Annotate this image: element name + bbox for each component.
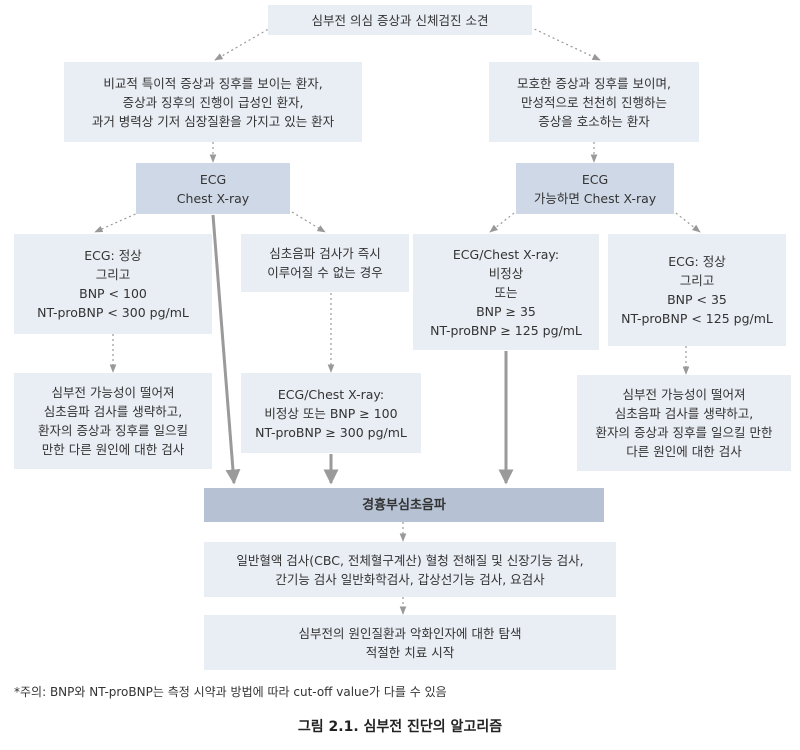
box-line: 심부전 가능성이 떨어져 bbox=[622, 387, 746, 402]
box-line: NT-proBNP ≥ 125 pg/mL bbox=[430, 322, 582, 338]
box-line: 심부전의 원인질환과 악화인자에 대한 탐색 bbox=[298, 625, 522, 641]
box-line: 환자의 증상과 징후를 일으킬 만한 bbox=[595, 425, 773, 440]
left-ecg-box: ECG Chest X-ray bbox=[136, 163, 290, 214]
arrow-right-ecg-to-abnormal bbox=[489, 209, 519, 233]
box-line: Chest X-ray bbox=[176, 190, 250, 206]
box-line: ECG bbox=[199, 171, 227, 187]
box-line: 일반혈액 검사(CBC, 전체혈구계산) 혈청 전해질 및 신장기능 검사, bbox=[236, 552, 584, 568]
box-line: ECG bbox=[581, 171, 609, 187]
footnote: *주의: BNP와 NT-proBNP는 측정 시약과 방법에 따라 cut-o… bbox=[14, 685, 447, 699]
echocardiography-box: 경흉부심초음파 bbox=[204, 488, 604, 522]
box-line: BNP ≥ 35 bbox=[476, 303, 536, 319]
box-line: ECG: 정상 bbox=[84, 248, 142, 263]
box-line: 환자의 증상과 징후를 일으킬 bbox=[38, 423, 188, 438]
box-line: 그리고 bbox=[95, 267, 131, 282]
arrow-left-ecg-to-echo bbox=[211, 214, 241, 485]
box-line: 증상을 호소하는 환자 bbox=[538, 113, 650, 129]
box-line: 다른 원인에 대한 검사 bbox=[626, 444, 742, 459]
box-line: 비정상 bbox=[488, 265, 524, 281]
box-line: 비교적 특이적 증상과 징후를 보이는 환자, bbox=[103, 75, 323, 91]
box-line: NT-proBNP < 125 pg/mL bbox=[621, 311, 773, 326]
box-line: 심초음파 검사가 즉시 bbox=[269, 246, 381, 261]
box-line: 심부전 의심 증상과 신체검진 소견 bbox=[311, 12, 489, 28]
figure-caption: 그림 2.1. 심부전 진단의 알고리즘 bbox=[297, 719, 503, 735]
box-line: 비정상 또는 BNP ≥ 100 bbox=[264, 405, 398, 421]
box-line: 모호한 증상과 징후를 보이며, bbox=[517, 75, 671, 91]
arrow-top-to-left-group bbox=[214, 26, 273, 61]
box-line: 증상과 징후의 진행이 급성인 환자, bbox=[122, 94, 304, 110]
box-line: 경흉부심초음파 bbox=[362, 497, 446, 513]
arrow-left-ecg-to-left-normal bbox=[94, 211, 141, 233]
box-line: 그리고 bbox=[679, 273, 715, 288]
lab-tests-box: 일반혈액 검사(CBC, 전체혈구계산) 혈청 전해질 및 신장기능 검사, 간기… bbox=[204, 542, 616, 597]
left-patient-group-box: 비교적 특이적 증상과 징후를 보이는 환자, 증상과 징후의 진행이 급성인 환… bbox=[64, 62, 362, 142]
box-line: ECG/Chest X-ray: bbox=[277, 386, 385, 402]
box-line: 심초음파 검사를 생략하고, bbox=[614, 406, 754, 421]
arrow-left-ecg-to-unavailable bbox=[291, 211, 326, 233]
box-line: 심부전 가능성이 떨어져 bbox=[51, 385, 175, 400]
box-line: 만한 다른 원인에 대한 검사 bbox=[41, 442, 185, 457]
box-line: 간기능 검사 일반화학검사, 갑상선기능 검사, 요검사 bbox=[275, 571, 545, 587]
box-line: 가능하면 Chest X-ray bbox=[533, 190, 657, 206]
box-line: 과거 병력상 기저 심장질환을 가지고 있는 환자 bbox=[91, 113, 335, 129]
box-line: NT-proBNP < 300 pg/mL bbox=[37, 305, 189, 320]
box-line: 이루어질 수 없는 경우 bbox=[267, 265, 383, 280]
arrow-top-to-right-group bbox=[529, 26, 601, 61]
box-line: 심초음파 검사를 생략하고, bbox=[43, 404, 183, 419]
box-line: 또는 bbox=[494, 284, 518, 300]
arrow-right-ecg-to-right-normal bbox=[671, 209, 701, 233]
box-line: ECG: 정상 bbox=[668, 254, 726, 269]
box-line: 적절한 치료 시작 bbox=[365, 644, 455, 660]
box-line: NT-proBNP ≥ 300 pg/mL bbox=[255, 424, 407, 440]
box-line: 만성적으로 천천히 진행하는 bbox=[521, 94, 667, 110]
symptom-box: 심부전 의심 증상과 신체검진 소견 bbox=[268, 5, 532, 35]
box-line: BNP < 35 bbox=[667, 292, 727, 307]
box-line: BNP < 100 bbox=[79, 286, 147, 301]
right-ecg-box: ECG 가능하면 Chest X-ray bbox=[516, 163, 674, 214]
box-line: ECG/Chest X-ray: bbox=[452, 246, 560, 262]
